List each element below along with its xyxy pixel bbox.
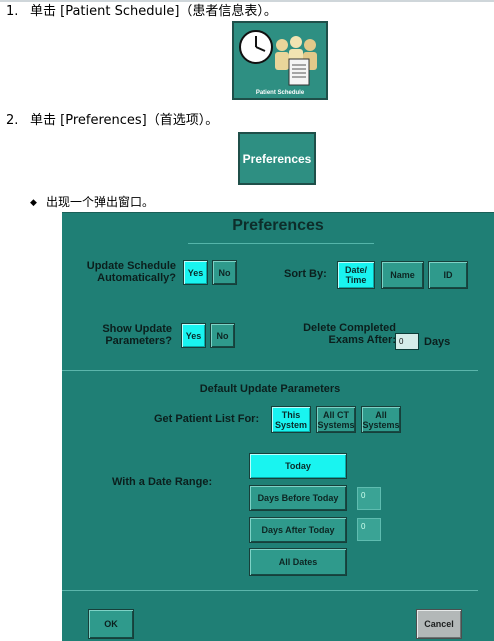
step-2-text: 单击 [Preferences]（首选项）。 xyxy=(30,113,219,128)
this-system-button[interactable]: This System xyxy=(271,406,311,433)
top-border xyxy=(0,0,494,2)
days-after-input[interactable]: 0 xyxy=(357,518,381,541)
preferences-dialog: Preferences Update Schedule Automaticall… xyxy=(62,212,494,641)
step-2: 2. 单击 [Preferences]（首选项）。 xyxy=(6,113,218,129)
show-update-yes-button[interactable]: Yes xyxy=(181,323,206,348)
sort-by-label: Sort By: xyxy=(284,268,327,280)
step-1-text: 单击 [Patient Schedule]（患者信息表）。 xyxy=(30,4,277,19)
days-before-today-button[interactable]: Days Before Today xyxy=(249,485,347,511)
sort-name-button[interactable]: Name xyxy=(381,261,424,289)
preferences-button[interactable]: Preferences xyxy=(238,132,316,185)
update-schedule-no-button[interactable]: No xyxy=(212,260,237,285)
today-button[interactable]: Today xyxy=(249,453,347,479)
sort-id-button[interactable]: ID xyxy=(428,261,468,289)
days-label: Days xyxy=(424,336,451,348)
bullet-note: ◆ 出现一个弹出窗口。 xyxy=(30,195,154,210)
bullet-text: 出现一个弹出窗口。 xyxy=(46,195,155,209)
patient-schedule-button[interactable]: Patient Schedule xyxy=(232,21,328,100)
title-underline xyxy=(188,243,374,244)
bullet-icon: ◆ xyxy=(30,198,37,208)
days-before-input[interactable]: 0 xyxy=(357,487,381,510)
patient-schedule-icon xyxy=(239,30,317,86)
dialog-title: Preferences xyxy=(232,217,324,234)
delete-completed-label: Delete Completed Exams After: xyxy=(303,322,396,346)
delete-completed-days-input[interactable]: 0 xyxy=(395,333,419,350)
all-dates-button[interactable]: All Dates xyxy=(249,548,347,576)
all-ct-systems-button[interactable]: All CT Systems xyxy=(316,406,356,433)
show-update-no-button[interactable]: No xyxy=(210,323,235,348)
all-systems-button[interactable]: All Systems xyxy=(361,406,401,433)
update-schedule-label: Update Schedule Automatically? xyxy=(86,260,176,284)
ok-button[interactable]: OK xyxy=(88,609,134,639)
step-2-number: 2. xyxy=(6,113,19,128)
date-range-label: With a Date Range: xyxy=(112,476,213,488)
default-update-parameters-title: Default Update Parameters xyxy=(199,383,341,395)
patient-schedule-label: Patient Schedule xyxy=(255,90,305,96)
sort-date-time-button[interactable]: Date/ Time xyxy=(337,261,375,289)
show-update-label: Show Update Parameters? xyxy=(102,323,172,347)
cancel-button[interactable]: Cancel xyxy=(416,609,462,639)
days-after-today-button[interactable]: Days After Today xyxy=(249,517,347,543)
section-separator-1 xyxy=(62,370,478,371)
step-1-number: 1. xyxy=(6,4,19,19)
step-1: 1. 单击 [Patient Schedule]（患者信息表）。 xyxy=(6,4,277,20)
update-schedule-yes-button[interactable]: Yes xyxy=(183,260,208,285)
get-patient-list-label: Get Patient List For: xyxy=(154,413,260,425)
section-separator-2 xyxy=(62,590,478,591)
